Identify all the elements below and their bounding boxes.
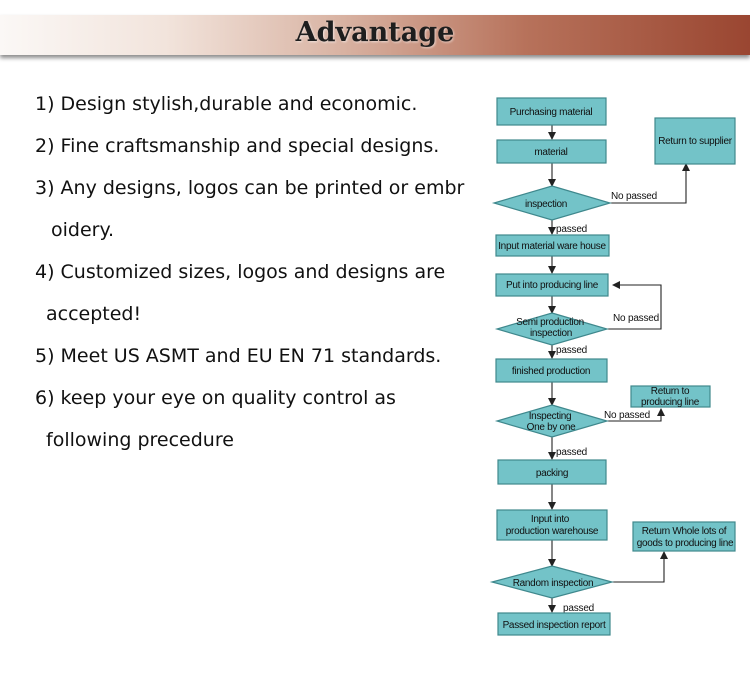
advantage-item: 3) Any designs, logos can be printed or … [35, 177, 465, 199]
node-label: Input material ware house [498, 241, 606, 252]
node-return-whole-lots: Return Whole lots of goods to producing … [632, 521, 736, 552]
node-label-line2: inspection [530, 328, 572, 339]
node-label-line2: production warehouse [506, 526, 599, 537]
title-banner: Advantage [0, 15, 750, 55]
advantage-item: 4) Customized sizes, logos and designs a… [35, 261, 446, 283]
node-label-line1: Return to [651, 386, 690, 397]
node-label-line2: One by one [527, 422, 576, 433]
decision-inspecting-one-by-one: Inspecting One by one [494, 404, 610, 438]
node-finished-production: finished production [495, 358, 608, 383]
advantage-item: 1) Design stylish,durable and economic. [35, 93, 418, 115]
edge-label-passed: passed [556, 447, 587, 458]
node-label-line1: Inspecting [529, 411, 572, 422]
advantage-item: 2) Fine craftsmanship and special design… [35, 135, 440, 157]
edge-label-no-passed: No passed [604, 410, 650, 421]
advantages-list: 1) Design stylish,durable and economic. … [35, 85, 467, 463]
node-label-line2: goods to producing line [637, 538, 734, 549]
decision-semi-production-inspection: Semi production inspection [494, 312, 610, 346]
node-passed-inspection-report: Passed inspection report [497, 612, 611, 636]
node-label: Return to supplier [658, 136, 733, 147]
node-material: material [496, 139, 607, 164]
edge-label-no-passed: No passed [611, 191, 657, 202]
node-return-to-supplier: Return to supplier [654, 117, 736, 165]
node-return-to-producing-line: Return to producing line [630, 385, 711, 408]
advantage-item: 5) Meet US ASMT and EU EN 71 standards. [35, 345, 442, 367]
node-label-line2: producing line [641, 397, 700, 408]
node-input-material-warehouse: Input material ware house [495, 234, 610, 257]
node-label: inspection [525, 199, 567, 210]
flow-connectors [548, 125, 690, 613]
edge-label-passed: passed [563, 603, 594, 614]
node-input-into-production-warehouse: Input into production warehouse [496, 509, 608, 541]
decision-inspection: inspection [491, 185, 613, 221]
edge-label-no-passed: No passed [613, 313, 659, 324]
node-label-line1: Semi production [516, 317, 584, 328]
advantage-item-continued: oidery. [51, 219, 115, 241]
advantage-item-continued: accepted! [46, 303, 142, 325]
node-put-into-producing-line: Put into producing line [495, 273, 609, 297]
node-label-line1: Input into [531, 514, 570, 525]
node-label: Put into producing line [506, 280, 599, 291]
node-label: Random inspection [513, 578, 594, 589]
node-purchasing-material: Purchasing material [496, 97, 607, 126]
node-label: material [534, 147, 567, 158]
node-packing: packing [497, 459, 607, 485]
node-label: packing [536, 468, 568, 479]
node-label-line1: Return Whole lots of [642, 526, 727, 537]
edge-label-passed: passed [556, 224, 587, 235]
page-title: Advantage [295, 17, 455, 48]
edge-label-passed: passed [556, 345, 587, 356]
node-label: Passed inspection report [503, 620, 606, 631]
advantage-item-continued: following precedure [46, 429, 234, 451]
node-label: Purchasing material [510, 107, 593, 118]
node-label: finished production [512, 366, 590, 377]
advantage-item: 6) keep your eye on quality control as [35, 387, 396, 409]
decision-random-inspection: Random inspection [489, 565, 615, 599]
